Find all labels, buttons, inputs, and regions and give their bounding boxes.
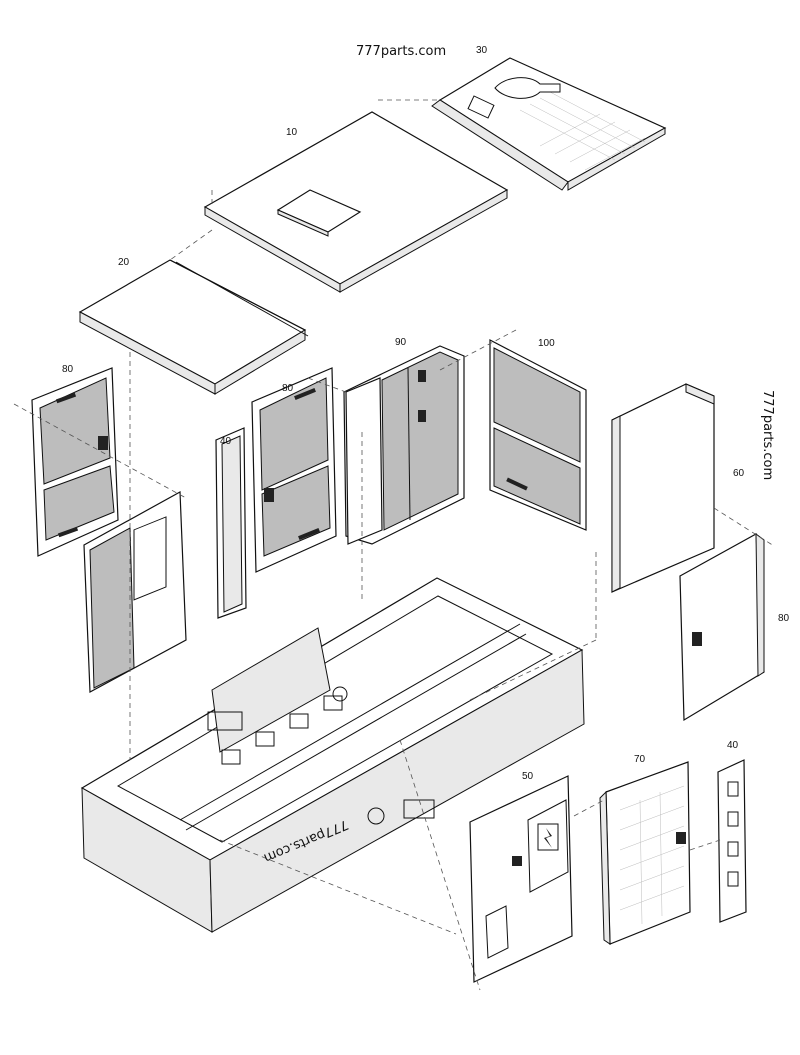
callout-30: 30 [476,45,488,56]
part-60-side-panel [611,383,715,593]
part-20-roof-slab [78,259,309,395]
part-100-filter-door [489,339,587,531]
callout-20: 20 [118,257,130,268]
watermark-top: 777parts.com [356,44,446,59]
part-40-post-middle [215,427,247,619]
part-50-access-panel [469,775,573,983]
base-frame [80,577,585,933]
part-30-top-grille [431,57,667,191]
callout-40-middle: 40 [220,436,232,447]
part-80-door-left [31,367,119,557]
callout-80-right: 80 [778,613,790,624]
callout-50: 50 [522,771,534,782]
callout-10: 10 [286,127,298,138]
callout-80-left: 80 [62,364,74,375]
part-80-door-center [251,367,337,573]
assembly-leaders [13,99,775,991]
part-70-grille-panel [599,761,691,945]
part-90-partition [343,345,465,545]
callout-80-center: 80 [282,383,294,394]
part-10-roof [203,111,509,293]
callout-60: 60 [733,468,745,479]
watermark-right: 777parts.com [760,390,775,480]
callout-labels: 30 10 20 90 100 80 80 40 60 80 40 70 50 [62,45,790,782]
callout-100: 100 [538,338,555,349]
part-40-post-right [717,759,747,923]
callout-70: 70 [634,754,646,765]
part-80-door-right [679,532,765,722]
left-side-panel [83,491,187,693]
callout-40-right: 40 [727,740,739,751]
callout-90: 90 [395,337,407,348]
